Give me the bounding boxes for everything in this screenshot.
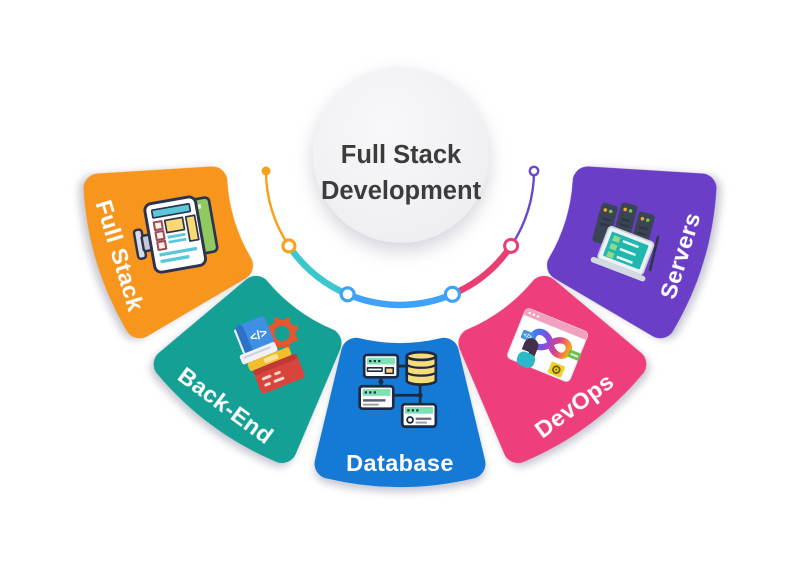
hub-circle xyxy=(313,67,489,243)
person-figure xyxy=(516,338,539,369)
server-rack-icon xyxy=(590,202,660,282)
code-glyph: </> xyxy=(522,331,533,341)
code-glyph: </> xyxy=(248,325,270,345)
center-hub: Full Stack Development xyxy=(313,67,489,243)
database-network-icon xyxy=(358,350,438,428)
arc-node-end-ring xyxy=(528,165,540,177)
arc-segment-purple xyxy=(509,169,536,248)
arc-node-start-dot xyxy=(261,166,271,176)
arc-segment-blue xyxy=(344,291,456,309)
arc-node-orange-ring xyxy=(281,238,297,254)
petal-label: Database xyxy=(346,450,454,476)
petal-database: Database xyxy=(314,337,486,488)
infinity-loop xyxy=(529,328,572,359)
laptop xyxy=(590,225,660,282)
fullstack-device-icon xyxy=(132,195,219,274)
backend-books-gear-icon: </> xyxy=(234,316,305,394)
arc-segment-teal xyxy=(285,242,351,298)
arc-segment-orange xyxy=(264,169,291,248)
connector-arc xyxy=(261,165,540,309)
arc-node-pink-ring xyxy=(503,237,520,254)
petal-shape xyxy=(153,275,342,464)
arc-node-left-ring xyxy=(339,286,356,303)
petal-back-end: Back-End xyxy=(153,275,342,464)
devops-infinity-icon: </> xyxy=(507,308,589,382)
title-line-1: Full Stack xyxy=(341,141,462,169)
hazard-tag xyxy=(547,361,565,378)
arc-segment-pink xyxy=(449,242,515,298)
arc-node-right-ring xyxy=(443,285,461,303)
title-line-2: Development xyxy=(321,177,482,205)
